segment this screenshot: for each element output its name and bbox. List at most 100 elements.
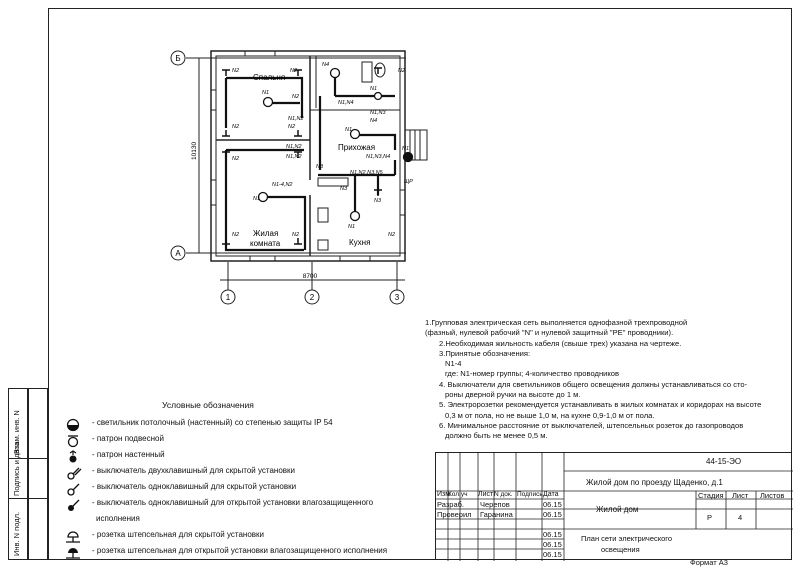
note-line: (фазный, нулевой рабочий "N" и нулевой з… (425, 328, 674, 338)
building-name: Жилой дом (596, 505, 639, 514)
header-list: Лист (478, 491, 494, 498)
room-living-1: Жилая (253, 229, 278, 238)
legend-item: - розетка штепсельная для открытой устан… (66, 546, 387, 559)
stage-value: Р (707, 513, 713, 522)
group-label: N2 (398, 68, 405, 74)
single-switch-icon (67, 483, 80, 496)
double-switch-icon (67, 467, 82, 480)
panel-label: ЩР (404, 179, 413, 185)
room-bedroom: Спальня (253, 73, 285, 82)
note-line: должно быть не менее 0,5 м. (445, 431, 548, 441)
axis-3-label: 3 (395, 293, 400, 302)
date-cell: 06.15 (543, 550, 562, 559)
legend-item-continued: исполнения (96, 514, 140, 523)
legend-item: - выключатель одноклавишный для открытой… (68, 498, 373, 511)
group-label: N2 (288, 124, 295, 130)
group-label: N1 (402, 146, 409, 152)
ceiling-light-icon (66, 418, 80, 432)
legend-item: - выключатель одноклавишный для скрытой … (67, 482, 296, 496)
group-label: N4 (322, 62, 329, 68)
note-line: 5. Электророзетки рекомендуется устанавл… (439, 400, 762, 410)
note-line: роны дверной ручки на высоте до 1 м. (445, 390, 581, 400)
group-label: N1,N3,N4 (366, 154, 390, 160)
group-label: N1,N3 (370, 110, 387, 116)
dimension-horizontal: 8700 (303, 273, 318, 280)
stage-header: Стадия (698, 491, 724, 500)
pendant-socket-icon (67, 435, 79, 448)
room-hall: Прихожая (338, 143, 375, 152)
sheets-header: Листов (760, 491, 785, 500)
note-line: 0,3 м от пола, но не выше 1,0 м, на кухн… (445, 410, 655, 420)
drawing-title-1: План сети электрического (581, 534, 673, 543)
group-label: N1,N2 (288, 116, 304, 122)
general-notes: 1.Групповая электрическая сеть выполняет… (425, 318, 785, 442)
developer-date: 06.15 (543, 500, 562, 509)
group-label: N2 (290, 68, 297, 74)
waterproof-socket-icon (66, 548, 80, 559)
dimension-vertical: 10130 (191, 142, 198, 160)
legend-item: - выключатель двухклавишный для скрытой … (67, 466, 295, 480)
header-kol: Кол.уч (448, 491, 468, 498)
floor-plan: Б А 1 2 3 8700 10130 Спальня Прихожая Жи… (170, 50, 428, 305)
note-line: 6. Минимальное расстояние от выключателе… (439, 420, 744, 430)
legend-item: - патрон подвесной (67, 434, 164, 448)
room-living-2: комната (250, 239, 281, 248)
side-inv-podl: Инв. N подл. (12, 511, 21, 556)
role-developer: Разраб. (437, 500, 465, 509)
legend-item: - патрон настенный (69, 450, 165, 463)
side-podpis: Подпись и дата (12, 442, 21, 496)
legend-item: - розетка штепсельная для скрытой устано… (66, 530, 264, 543)
group-label: N1 (370, 86, 377, 92)
developer-name: Черепов (480, 500, 510, 509)
drawing-frame (48, 8, 792, 560)
group-label: N2 (292, 232, 299, 238)
group-label: N1 (262, 90, 269, 96)
paper-format: Формат А3 (690, 558, 728, 567)
group-label: N3 (340, 186, 348, 192)
group-label: N2 (232, 232, 239, 238)
project-name: Жилой дом по проезду Щаденко, д.1 (586, 478, 723, 487)
group-label: N1 (348, 224, 355, 230)
date-cell: 06.15 (543, 530, 562, 539)
drawing-title-2: освещения (601, 545, 640, 554)
side-stamp-inner (28, 388, 48, 560)
note-line: N1-4 (445, 359, 462, 369)
group-label: N1 (345, 127, 352, 133)
wall-socket-icon (69, 450, 77, 463)
room-kitchen: Кухня (349, 238, 370, 247)
group-label: N1,N2 (286, 154, 302, 160)
group-label: N2 (232, 124, 239, 130)
axis-2-label: 2 (310, 293, 315, 302)
axis-1-label: 1 (226, 293, 231, 302)
header-izm: Изм. (437, 491, 452, 498)
group-label: N1 (253, 196, 260, 202)
hidden-socket-icon (66, 531, 80, 543)
side-divider (8, 498, 48, 499)
date-cell: 06.15 (543, 540, 562, 549)
group-label: N4 (370, 118, 377, 124)
note-line: 1.Групповая электрическая сеть выполняет… (425, 318, 688, 327)
side-stamp-outer (8, 388, 28, 560)
title-block-grid (436, 453, 793, 561)
waterproof-switch-icon (68, 499, 80, 511)
group-label: N1-4,N2 (272, 182, 292, 188)
header-ndok: N док. (494, 491, 513, 498)
note-line: 3.Принятые обозначения: (439, 348, 531, 358)
checker-date: 06.15 (543, 510, 562, 519)
sheet-value: 4 (738, 513, 743, 522)
header-podpis: Подпись (517, 491, 543, 498)
group-label: N2 (232, 68, 239, 74)
title-block: 44-15-ЭО Жилой дом по проезду Щаденко, д… (435, 452, 793, 561)
group-label: N2 (388, 232, 395, 238)
legend-item: - светильник потолочный (настенный) со с… (66, 418, 333, 432)
group-label: N3 (316, 164, 324, 170)
axis-b-label: Б (175, 54, 180, 63)
note-line: где: N1-номер группы; 4-количество прово… (445, 369, 620, 379)
sheet-header: Лист (732, 491, 749, 500)
legend-title: Условные обозначения (162, 400, 254, 410)
note-line: 4. Выключатели для светильников общего о… (439, 379, 748, 389)
note-line: 2.Необходимая жильность кабеля (свыше тр… (439, 338, 682, 348)
group-label: N1,N2 (286, 144, 302, 150)
role-checker: Проверил (437, 510, 472, 519)
group-label: N2 (232, 156, 239, 162)
